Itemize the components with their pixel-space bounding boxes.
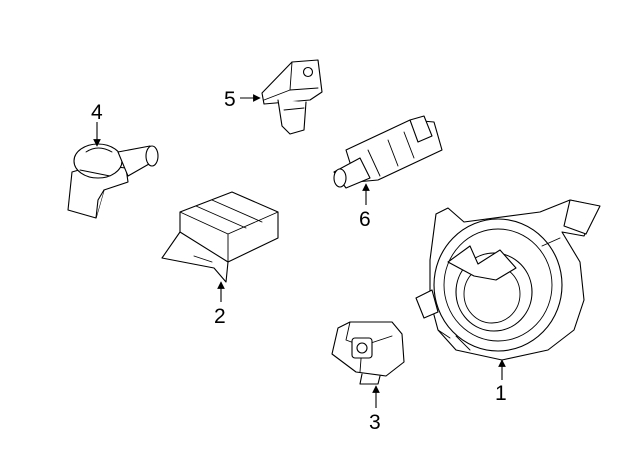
callout-3: 3 bbox=[369, 411, 381, 434]
callout-6: 6 bbox=[359, 208, 371, 231]
callout-5: 5 bbox=[224, 88, 236, 111]
part-4-sensor bbox=[67, 143, 159, 219]
part-6-connector bbox=[333, 115, 443, 189]
callout-2: 2 bbox=[214, 305, 226, 328]
callout-1: 1 bbox=[495, 382, 507, 405]
part-5-sensor bbox=[261, 59, 323, 135]
part-1-clock-spring bbox=[415, 199, 601, 361]
callout-4: 4 bbox=[91, 101, 103, 124]
part-2-control-module bbox=[161, 191, 279, 283]
part-3-bracket bbox=[331, 321, 405, 385]
